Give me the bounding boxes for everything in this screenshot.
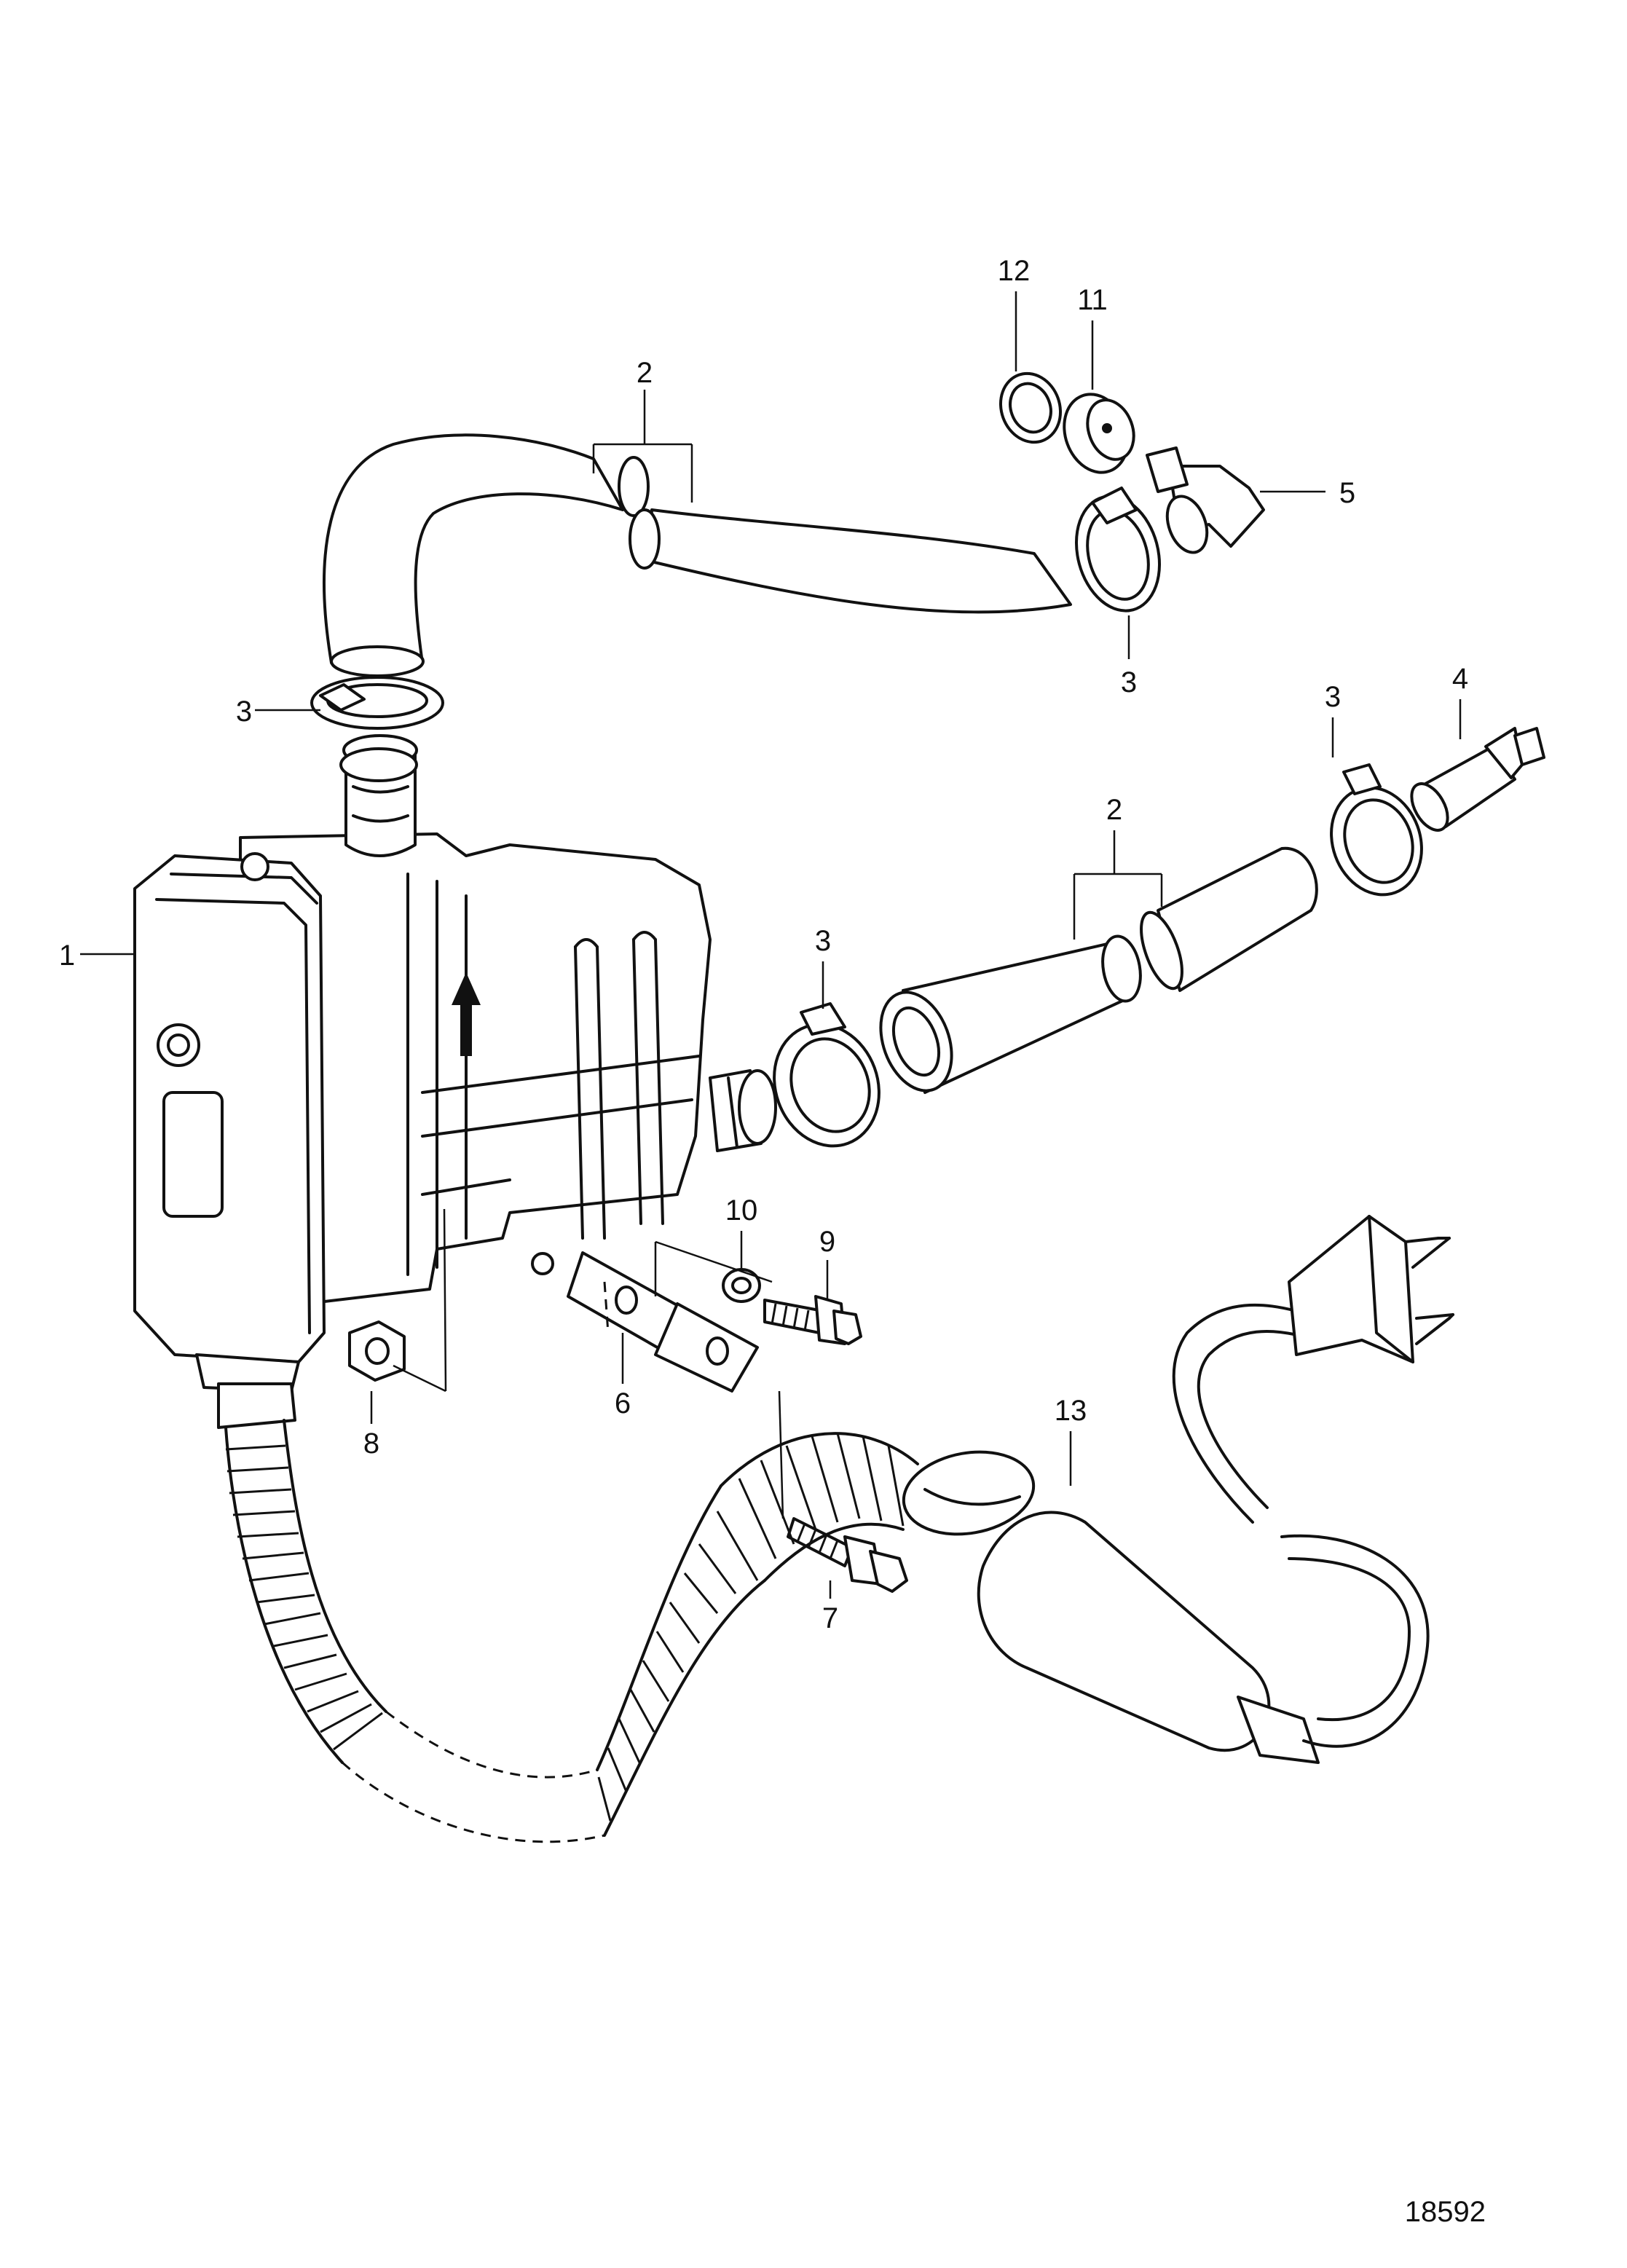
callout-11: 11 (1077, 284, 1108, 316)
callout-6: 6 (615, 1387, 631, 1420)
hose-clamp-lower-left[interactable] (757, 1002, 896, 1161)
lower-hose[interactable] (868, 846, 1318, 1100)
flange-screw-9[interactable] (763, 1295, 862, 1345)
heater-unit[interactable] (133, 734, 777, 1393)
callout-13: 13 (1055, 1395, 1087, 1427)
callout-9: 9 (819, 1226, 835, 1258)
cable-junction[interactable] (897, 1442, 1320, 1764)
callout-5: 5 (1339, 477, 1355, 509)
power-plug[interactable] (1288, 1215, 1454, 1363)
nut[interactable] (348, 1320, 406, 1382)
callout-2-lower: 2 (1106, 794, 1122, 826)
callout-1: 1 (59, 940, 75, 972)
nipple-connector[interactable] (1404, 727, 1545, 836)
grommet[interactable] (1054, 385, 1142, 481)
callout-labels: 1 2 3 3 3 3 4 5 2 6 7 8 9 10 11 12 13 (59, 255, 1468, 1634)
mounting-bracket[interactable] (567, 1251, 759, 1393)
elbow-fitting[interactable] (1146, 446, 1265, 558)
callout-3-upper-right: 3 (1121, 666, 1137, 698)
callout-3-upper-left: 3 (236, 696, 252, 728)
figure-number: 18592 (1405, 2196, 1486, 2228)
hose-clamp-upper-right[interactable] (1064, 487, 1172, 620)
callout-10: 10 (725, 1194, 758, 1226)
washer[interactable] (722, 1268, 761, 1303)
callout-4: 4 (1452, 663, 1468, 695)
upper-hose[interactable] (323, 433, 1072, 677)
callout-12: 12 (998, 255, 1031, 287)
hose-clamp-lower-right[interactable] (1317, 763, 1436, 907)
callout-2-upper: 2 (637, 357, 653, 389)
o-ring[interactable] (991, 365, 1070, 451)
leader-lines (80, 291, 1462, 1599)
hose-clamp-upper-left[interactable] (310, 676, 444, 782)
callout-3-lower-left: 3 (815, 925, 831, 957)
callout-7: 7 (822, 1602, 838, 1634)
callout-8: 8 (363, 1428, 379, 1460)
callout-3-lower-right: 3 (1325, 681, 1341, 713)
corrugated-conduit[interactable] (217, 1382, 919, 1843)
power-cable[interactable] (1172, 1303, 1430, 1748)
flange-screw-7[interactable] (787, 1517, 908, 1593)
